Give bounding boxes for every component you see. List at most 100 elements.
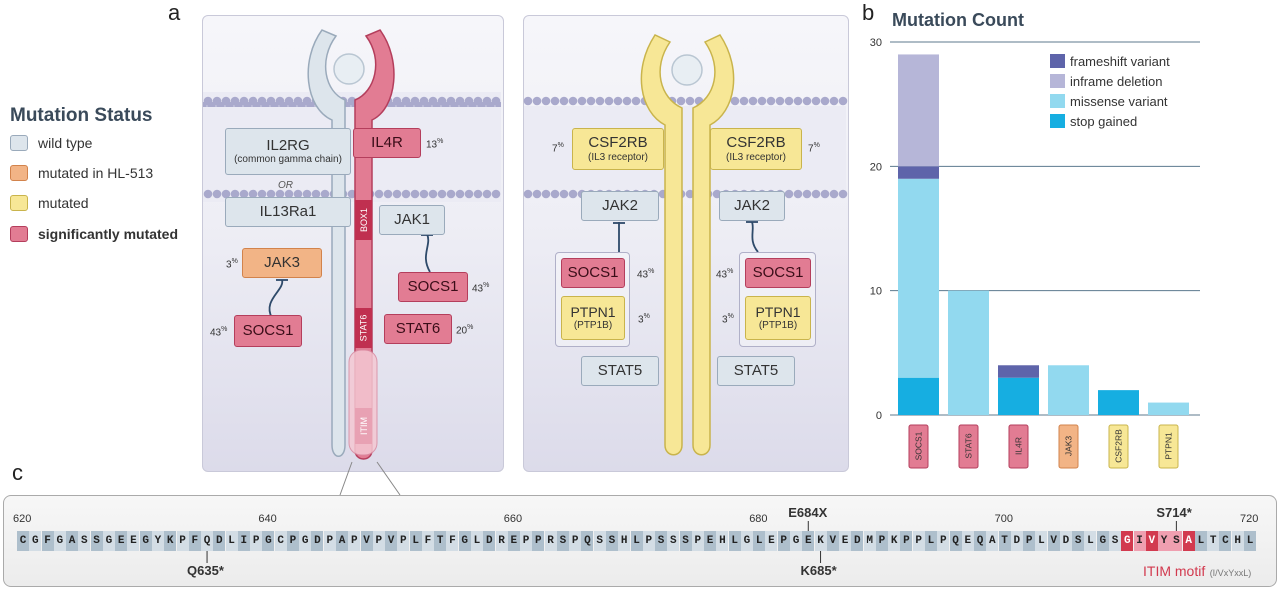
bar-segment xyxy=(1098,390,1139,415)
residue: I xyxy=(1133,531,1146,551)
legend-swatch xyxy=(1050,114,1065,128)
socs1-r2-right-box: SOCS1 xyxy=(745,258,811,288)
residue: L xyxy=(470,531,483,551)
residue: S xyxy=(667,531,680,551)
ptpn1-right-box: PTPN1 (PTP1B) xyxy=(745,296,811,340)
category-label: IL4R xyxy=(1008,424,1029,469)
residue: P xyxy=(569,531,582,551)
csf2rb-label: CSF2RB xyxy=(726,134,786,152)
position-tick: 660 xyxy=(503,513,523,525)
legend-label: mutated in HL-513 xyxy=(38,165,154,181)
residue: V xyxy=(826,531,839,551)
residue: D xyxy=(851,531,864,551)
chart-legend-label: stop gained xyxy=(1070,114,1137,129)
svg-text:PTPN1: PTPN1 xyxy=(1164,432,1174,460)
residue: S xyxy=(78,531,91,551)
residue: S xyxy=(556,531,569,551)
residue: S xyxy=(605,531,618,551)
chart-legend-label: frameshift variant xyxy=(1070,54,1170,69)
position-tick: 700 xyxy=(994,513,1013,525)
residue: G xyxy=(1121,531,1134,551)
legend-item-mutated-hl513: mutated in HL-513 xyxy=(10,165,153,181)
il4r-percent: 13% xyxy=(426,138,444,151)
residue: P xyxy=(250,531,263,551)
residue: P xyxy=(397,531,410,551)
residue: T xyxy=(434,531,447,551)
bar-segment xyxy=(1148,402,1189,415)
csf2rb-sublabel: (IL3 receptor) xyxy=(587,151,649,163)
residue: C xyxy=(17,531,29,551)
legend-label: wild type xyxy=(38,135,93,151)
residue: V xyxy=(1145,531,1158,551)
residue: P xyxy=(348,531,361,551)
residue: L xyxy=(1035,531,1048,551)
residue: L xyxy=(409,531,422,551)
residue: S xyxy=(1072,531,1085,551)
itim-motif-label: ITIM motif (I/VxYxxL) xyxy=(1143,563,1251,581)
residue: D xyxy=(213,531,226,551)
bar-segment xyxy=(948,290,989,415)
legend-swatch xyxy=(10,135,28,151)
residue: P xyxy=(937,531,950,551)
residue: E xyxy=(802,531,815,551)
residue: R xyxy=(495,531,508,551)
category-label: PTPN1 xyxy=(1158,424,1179,469)
il2rg-sublabel: (common gamma chain) xyxy=(234,154,342,166)
residue: D xyxy=(1059,531,1072,551)
svg-text:JAK3: JAK3 xyxy=(1064,436,1074,457)
ptpn1-sublabel: (PTP1B) xyxy=(758,320,798,332)
residue: I xyxy=(237,531,250,551)
legend-label: mutated xyxy=(38,195,89,211)
csf2rb-right-box: CSF2RB (IL3 receptor) xyxy=(710,128,802,170)
residue: L xyxy=(1244,531,1256,551)
stat6-domain: STAT6 xyxy=(355,308,372,348)
ptpn1-sublabel: (PTP1B) xyxy=(573,320,613,332)
csf2rb-label: CSF2RB xyxy=(588,134,648,152)
bar-segment xyxy=(898,377,939,415)
ptpn1-label: PTPN1 xyxy=(755,303,801,320)
csf2rb-left-percent: 7% xyxy=(552,142,564,155)
il4r-box: IL4R xyxy=(353,128,421,158)
residue: P xyxy=(176,531,189,551)
position-tick: 620 xyxy=(13,513,32,525)
residue: C xyxy=(1219,531,1232,551)
stat5-left-box: STAT5 xyxy=(581,356,659,386)
socs1-left-percent: 43% xyxy=(210,326,228,339)
socs1-right-percent: 43% xyxy=(472,282,490,295)
or-label: OR xyxy=(278,180,293,191)
svg-text:CSF2RB: CSF2RB xyxy=(1114,429,1124,463)
residue: A xyxy=(1182,531,1195,551)
residue: T xyxy=(1207,531,1220,551)
legend-swatch xyxy=(10,195,28,211)
residue: P xyxy=(532,531,545,551)
position-tick: 720 xyxy=(1240,513,1259,525)
csf2rb-chain-right xyxy=(692,34,735,456)
residue: P xyxy=(900,531,913,551)
residue: S xyxy=(679,531,692,551)
residue: P xyxy=(1023,531,1036,551)
csf2rb-sublabel: (IL3 receptor) xyxy=(725,151,787,163)
mutation-label: E684X xyxy=(788,505,828,520)
residue: G xyxy=(740,531,753,551)
jak2-right-box: JAK2 xyxy=(719,191,785,221)
residue: F xyxy=(421,531,434,551)
residue: P xyxy=(777,531,790,551)
itim-motif-text: ITIM motif xyxy=(1143,563,1206,579)
position-tick: 680 xyxy=(749,513,768,525)
residue: D xyxy=(1010,531,1023,551)
legend-swatch xyxy=(10,226,28,242)
residue: Y xyxy=(151,531,164,551)
socs1-r2-left-box: SOCS1 xyxy=(561,258,625,288)
legend-item-significantly-mutated: significantly mutated xyxy=(10,226,178,242)
legend-swatch xyxy=(10,165,28,181)
residue: T xyxy=(998,531,1011,551)
position-tick: 640 xyxy=(258,513,277,525)
residue: M xyxy=(863,531,876,551)
residue: R xyxy=(544,531,557,551)
bar-segment xyxy=(898,178,939,378)
bar-segment xyxy=(1048,365,1089,415)
residue: P xyxy=(912,531,925,551)
residue: K xyxy=(164,531,177,551)
